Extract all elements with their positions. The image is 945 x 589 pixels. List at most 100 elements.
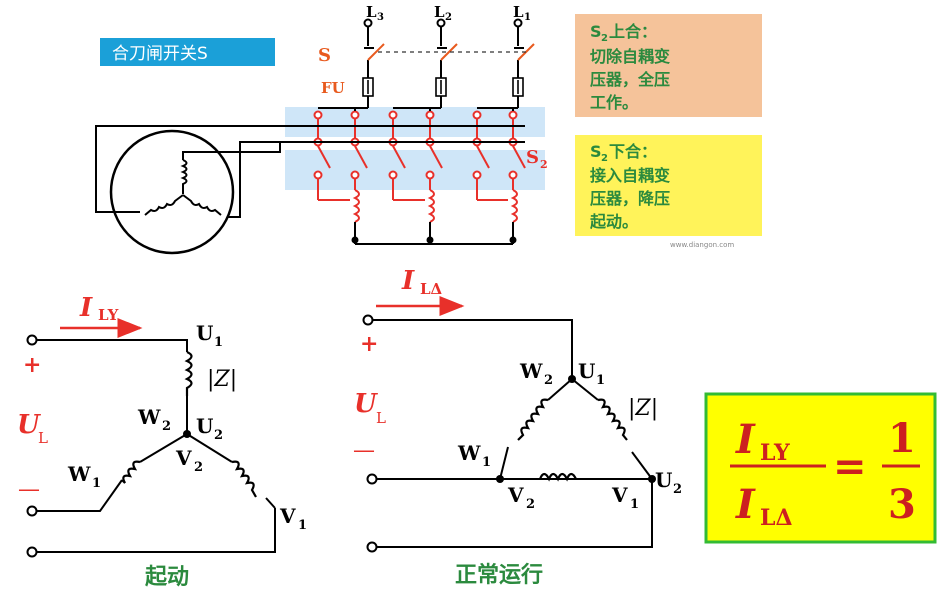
phase-label-l2: L (434, 3, 445, 21)
s2-contacts (313, 110, 518, 180)
delta-u1-main: U (578, 359, 595, 383)
star-neutral-dot (183, 430, 191, 438)
delta-left-dot (496, 475, 504, 483)
star-w2-main: W (137, 405, 161, 429)
note-up-title-sub: 2 (601, 33, 608, 44)
motor-leads (95, 125, 525, 218)
star-w1-sub: 1 (92, 476, 101, 491)
note-s2-up: S 2 上合： 切除自耦变 压器，全压 工作。 (575, 14, 762, 117)
star-caption: 起动 (144, 564, 189, 589)
delta-v1-main: V (611, 483, 628, 507)
formula-num-main: I (735, 416, 756, 463)
star-current-sub: LY (98, 306, 119, 324)
star-v2-main: V (175, 446, 192, 470)
motor-windings (144, 159, 222, 216)
star-terminals (26, 334, 38, 558)
formula-den-sub: LΔ (760, 505, 793, 531)
delta-minus: — (353, 438, 375, 463)
star-impedance: |Z| (207, 367, 237, 392)
fuses (362, 77, 524, 97)
star-u2-sub: 2 (214, 428, 223, 443)
switch-label: S (318, 45, 331, 66)
s2-label: S (526, 147, 539, 168)
delta-w2-sub: 2 (544, 373, 553, 388)
motor-circle (109, 129, 235, 255)
phase-labels: L 3 L 2 L 1 (366, 3, 531, 23)
delta-right-dot (648, 475, 656, 483)
formula-rhs-den: 3 (888, 481, 916, 528)
formula-box (704, 392, 937, 544)
delta-v2-sub: 2 (526, 497, 535, 512)
star-current-main: I (79, 293, 93, 323)
star-v1-main: V (279, 504, 296, 528)
note-s2-down: S 2 下合： 接入自耦变 压器，降压 起动。 (575, 135, 762, 236)
formula-num-sub: LY (760, 440, 790, 466)
s2-panel-top (285, 107, 545, 137)
delta-w1-main: W (457, 441, 481, 465)
s2-feed (318, 107, 518, 111)
starter-circuit: 合刀闸开关S L 3 L 2 L 1 (95, 3, 762, 255)
formula-rhs-num: 1 (888, 415, 916, 462)
delta-plus: + (360, 331, 378, 357)
star-u1-main: U (196, 321, 213, 345)
star-coils (121, 350, 257, 498)
delta-terminals (362, 314, 378, 553)
note-down-line-1: 接入自耦变 (590, 166, 670, 185)
note-up-line-2: 压器，全压 (590, 70, 670, 89)
star-minus: — (18, 477, 40, 502)
star-u2-main: U (196, 414, 213, 438)
delta-caption: 正常运行 (455, 562, 543, 588)
phase-lines (363, 18, 523, 108)
note-down-line-2: 压器，降压 (590, 189, 670, 208)
note-up-title-main: S (590, 22, 602, 41)
note-up-line-1: 切除自耦变 (590, 47, 670, 66)
star-voltage-sub: L (38, 429, 48, 447)
autotransformer (317, 179, 518, 223)
delta-voltage-sub: L (376, 409, 386, 427)
note-up-box (575, 14, 762, 117)
autotransformer-neutral (351, 222, 517, 245)
delta-top-dot (568, 375, 576, 383)
delta-w2-main: W (519, 359, 543, 383)
star-w2-sub: 2 (162, 419, 171, 434)
delta-w1-sub: 1 (482, 455, 491, 470)
delta-impedance: |Z| (628, 396, 658, 421)
star-plus: + (23, 352, 41, 378)
note-up-line-3: 工作。 (590, 93, 638, 112)
delta-wires (373, 319, 653, 548)
star-u1-sub: 1 (214, 335, 223, 350)
star-voltage-main: U (17, 410, 41, 440)
phase-label-l1: L (513, 3, 524, 21)
s2-panel-bottom (285, 150, 545, 190)
star-connection: I LY + — U L U 1 |Z| W 2 U 2 V 2 W 1 V 1… (17, 293, 307, 589)
phase-sub-l2: 2 (445, 12, 452, 23)
s2-sub: 2 (540, 158, 548, 171)
watermark-top: www.diangon.com (670, 241, 734, 249)
note-down-line-3: 起动。 (589, 212, 638, 231)
delta-u2-sub: 2 (673, 482, 682, 497)
star-w1-main: W (67, 462, 91, 486)
delta-connection: I LΔ + — U L W 2 U 1 |Z| W 1 U 2 V 2 V 1… (353, 266, 682, 588)
note-down-title-main: S (590, 142, 602, 161)
note-down-title-rest: 下合： (609, 142, 657, 161)
delta-u1-sub: 1 (596, 373, 605, 388)
delta-u2-main: U (655, 468, 672, 492)
switch-banner (100, 38, 275, 66)
delta-current-sub: LΔ (420, 280, 443, 298)
note-down-box (575, 135, 762, 236)
formula-den-main: I (735, 481, 756, 528)
phase-sub-l1: 1 (524, 12, 531, 23)
note-down-title-sub: 2 (601, 153, 608, 164)
fuse-label: FU (321, 79, 345, 97)
switch-banner-text: 合刀闸开关S (112, 44, 208, 64)
phase-label-l3: L (366, 3, 377, 21)
delta-v2-main: V (507, 483, 524, 507)
phase-sub-l3: 3 (377, 12, 384, 23)
formula-equals: = (833, 443, 867, 490)
note-up-title-rest: 上合： (609, 22, 657, 41)
ratio-formula: I LY I LΔ = 1 3 (704, 392, 937, 544)
star-v2-sub: 2 (194, 460, 203, 475)
delta-current-main: I (401, 266, 415, 296)
delta-coils (517, 398, 628, 482)
